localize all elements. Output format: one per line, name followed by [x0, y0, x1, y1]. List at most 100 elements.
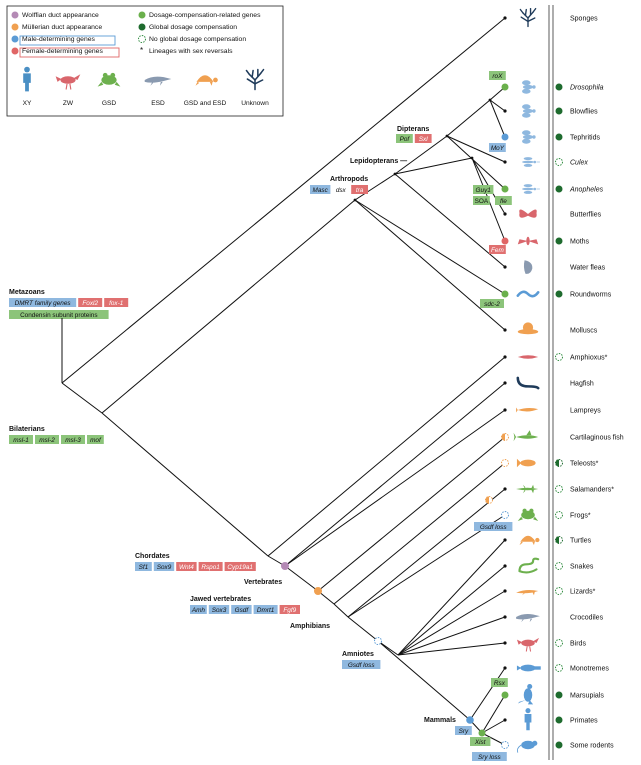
branch [377, 640, 471, 721]
branch [267, 356, 506, 557]
legend-coral-icon [245, 68, 265, 91]
legend-label: Male-determining genes [22, 36, 96, 43]
flea-icon [523, 260, 533, 274]
gene-tag: Sox9 [153, 562, 175, 571]
branch [347, 514, 506, 618]
tephritid-node [501, 133, 509, 141]
frog-node [485, 496, 493, 504]
gene-tag: mof [87, 435, 104, 444]
svg-text:Guy1: Guy1 [476, 187, 492, 194]
svg-text:Foxl2: Foxl2 [82, 300, 98, 307]
gene-tag: Sxl [414, 134, 432, 143]
branch [101, 412, 269, 557]
gene-tag: Dmrt1 [253, 605, 278, 614]
svg-text:Sry: Sry [459, 728, 469, 735]
branch [354, 199, 506, 295]
branch [397, 616, 506, 656]
svg-text:Gsdf loss: Gsdf loss [348, 662, 375, 669]
therian-node [478, 729, 486, 737]
dosage-global-marker [555, 716, 563, 724]
taxon-label: Marsupials [570, 693, 604, 700]
fly-icon [522, 104, 536, 118]
lancelet-icon [517, 355, 539, 359]
taxon-label: Primates [570, 718, 598, 725]
taxon-label: Salamanders* [570, 487, 614, 494]
branch [354, 199, 506, 331]
branch [333, 462, 506, 605]
gene-tag: Xist [470, 737, 491, 746]
svg-text:Cyp19a1: Cyp19a1 [227, 564, 253, 571]
legend-marker [138, 23, 146, 31]
gene-tag: msl-2 [35, 435, 59, 444]
frog-icon [517, 508, 539, 521]
legend-marker-dashed [138, 35, 146, 43]
fly-icon [522, 130, 536, 144]
clade-label-mammals: Mammals [424, 717, 456, 724]
dosage-global-marker [555, 691, 563, 699]
cartilaginous-node [501, 433, 509, 441]
clade-label-dipterans: Dipterans [397, 126, 429, 133]
clade-label-arthropods: Arthropods [330, 176, 368, 183]
clade-label-chordates: Chordates [135, 553, 170, 560]
legend-icon-label: Unknown [241, 100, 269, 107]
legend-marker [138, 11, 146, 19]
teleost-node [501, 459, 509, 467]
dosage-none-marker [555, 511, 563, 519]
wolffian-node [281, 562, 289, 570]
marsupial-node [501, 691, 509, 699]
dosage-none-marker [555, 158, 563, 166]
legend-highlight [19, 35, 116, 46]
legend-highlight [19, 47, 120, 58]
gene-tag: msl-3 [61, 435, 85, 444]
clade-label-metazoans: Metazoans [9, 289, 45, 296]
branch [317, 436, 506, 592]
taxon-label: Snakes [570, 564, 594, 571]
gene-tag: Foxl2 [78, 298, 103, 307]
gene-tag: MoY [489, 143, 506, 152]
branch [397, 565, 506, 656]
dosage-half-marker [555, 536, 563, 544]
gene-tag: Guy1 [473, 185, 494, 194]
rodent-icon [516, 740, 538, 753]
gene-tag: Masc [310, 185, 331, 194]
taxon-label: Some rodents [570, 743, 614, 750]
legend-box [6, 5, 284, 117]
gene-tag: Pof [396, 134, 413, 143]
gene-tag: Condensin subunit proteins [9, 310, 109, 319]
croc-icon [516, 613, 540, 623]
gene-tag: Gsdf loss [342, 660, 381, 669]
mullerian-node [314, 587, 322, 595]
branch [347, 488, 506, 618]
svg-text:Gsdf loss: Gsdf loss [480, 524, 507, 531]
svg-text:roX: roX [492, 73, 503, 80]
branch [284, 565, 319, 592]
svg-text:Sf1: Sf1 [139, 564, 149, 571]
legend-marker [11, 35, 19, 43]
branch [489, 99, 506, 112]
taxon-label: Anopheles [569, 187, 604, 194]
branch [446, 99, 491, 137]
legend-frog-icon [97, 72, 121, 87]
branch [397, 642, 506, 656]
taxon-label: Sponges [570, 16, 598, 23]
svg-text:msl-2: msl-2 [39, 437, 55, 444]
gene-tag: Sry loss [472, 752, 507, 761]
dosage-global-marker [555, 237, 563, 245]
coral-icon [519, 7, 537, 28]
svg-text:Condensin subunit proteins: Condensin subunit proteins [20, 312, 97, 319]
fish-icon [516, 458, 536, 468]
legend-marker-star: * [140, 46, 143, 55]
gene-tag: Wnt4 [176, 562, 197, 571]
gene-tag: dsx [336, 187, 347, 194]
svg-text:MoY: MoY [491, 145, 505, 152]
frog-blue-node [501, 511, 509, 519]
branch [446, 135, 506, 190]
gene-tag: Fgf9 [279, 605, 300, 614]
gene-tag: Gsdf loss [474, 522, 513, 531]
gene-tag: Rspo1 [198, 562, 223, 571]
taxon-label: Drosophila [570, 85, 604, 92]
legend-marker [11, 47, 19, 55]
dosage-none-marker [555, 639, 563, 647]
worm-icon [516, 290, 540, 298]
clade-label-amniotes: Amniotes [342, 651, 374, 658]
